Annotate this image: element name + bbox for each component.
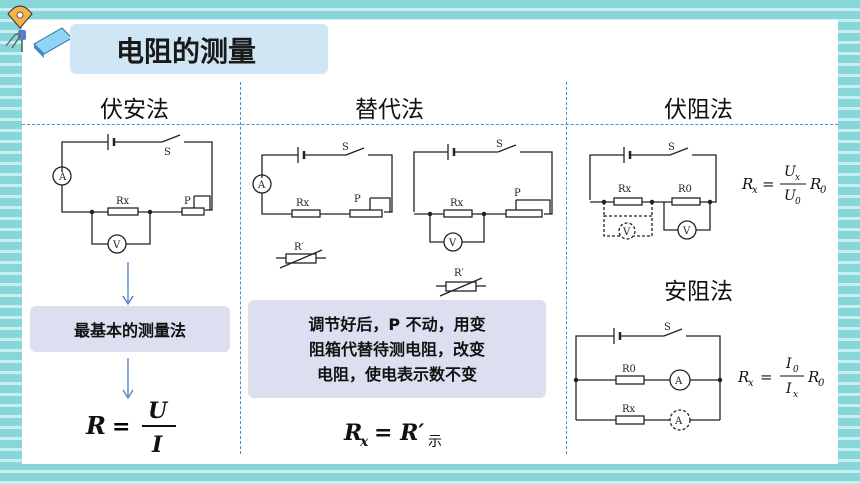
column-divider-2 [566,82,567,454]
formula-den-sub: x [793,390,798,400]
r0-label: R0 [678,184,692,195]
heading-volt-resist: 伏阻法 [664,97,733,123]
formula-r0-sub: 0 [818,378,825,389]
pin-icon [18,30,26,52]
slider-label: P [354,194,361,205]
formula-volt-resist: R x = U x U 0 R 0 [741,164,827,207]
substitution-note-line-1: 调节好后，P 不动，用变 [308,314,486,334]
resistance-box-label: R′ [294,242,305,253]
formula-x: x [748,378,754,389]
switch-label: S [496,139,503,150]
formula-x: x [359,434,369,450]
formula-r0: R [807,368,819,386]
basic-method-note: 最基本的测量法 [30,306,230,352]
formula-num-sub: 0 [793,365,799,375]
rx-label: Rx [116,196,130,207]
heading-voltammeter: 伏安法 [100,97,169,123]
formula-substitution: R x = R′ 示 [343,420,442,450]
formula-u: U [148,398,169,424]
switch-label: S [342,142,349,153]
formula-r: R [741,175,753,193]
title-box [70,24,328,74]
formula-i: I [151,432,163,458]
substitution-note-line-2: 阻箱代替待测电阻，改变 [308,339,485,359]
formula-r: R [343,420,362,446]
circuit-substitution-a [252,147,393,269]
ammeter-label: A [674,416,683,427]
formula-eq: = [760,368,773,386]
basic-method-text: 最基本的测量法 [73,321,186,340]
formula-den: I [785,381,792,397]
voltmeter-label: V [682,226,691,237]
slider-label: P [184,196,191,207]
ammeter-label: A [58,172,67,183]
formula-ohm: R = U I [85,398,176,458]
paperclip-icon [5,33,21,49]
switch-label: S [668,142,675,153]
formula-r0-sub: 0 [820,185,827,196]
r0-label: R0 [622,364,636,375]
formula-r: R [85,411,106,440]
circuit-voltammeter [52,134,213,254]
rx-label: Rx [296,198,310,209]
rx-label: Rx [450,198,464,209]
formula-amp-resist: R x = I 0 I x R 0 [737,356,825,400]
formula-r: R [737,368,749,386]
heading-substitution: 替代法 [355,97,424,123]
circuit-volt-resist [589,147,717,240]
circuit-amp-resist [573,328,723,431]
ammeter-label: A [674,376,683,387]
switch-label: S [164,147,171,158]
header-divider [22,124,838,125]
formula-den: U [784,188,797,204]
voltmeter-label: V [112,240,121,251]
formula-eq: = [762,175,775,193]
rx-label: Rx [618,184,632,195]
voltmeter-icon [618,222,636,240]
formula-x: x [752,185,758,196]
formula-eq-r: = R′ [374,420,424,446]
substitution-note-line-3: 电阻，使电表示数不变 [316,364,477,384]
formula-shi: 示 [428,434,442,450]
formula-num: U [784,164,797,180]
formula-num-sub: x [795,173,800,183]
page-title: 电阻的测量 [116,35,257,68]
formula-num: I [785,356,792,372]
formula-eq: = [112,414,130,440]
resistance-box-label: R′ [454,268,465,279]
triangle-logo-icon [7,5,33,29]
arrow-down-icon [122,358,134,400]
circuit-substitution-b [413,144,553,297]
voltmeter-label: V [448,238,457,249]
ammeter-label: A [257,180,266,191]
arrow-down-icon [122,262,134,306]
slider-label: P [514,188,521,199]
column-divider-1 [240,82,241,454]
substitution-note: 调节好后，P 不动，用变 阻箱代替待测电阻，改变 电阻，使电表示数不变 [248,300,546,398]
voltmeter-label: V [622,227,631,238]
formula-r0: R [809,175,821,193]
formula-den-sub: 0 [795,197,801,207]
heading-amp-resist: 安阻法 [664,279,733,305]
switch-label: S [664,322,671,333]
rx-label: Rx [622,404,636,415]
